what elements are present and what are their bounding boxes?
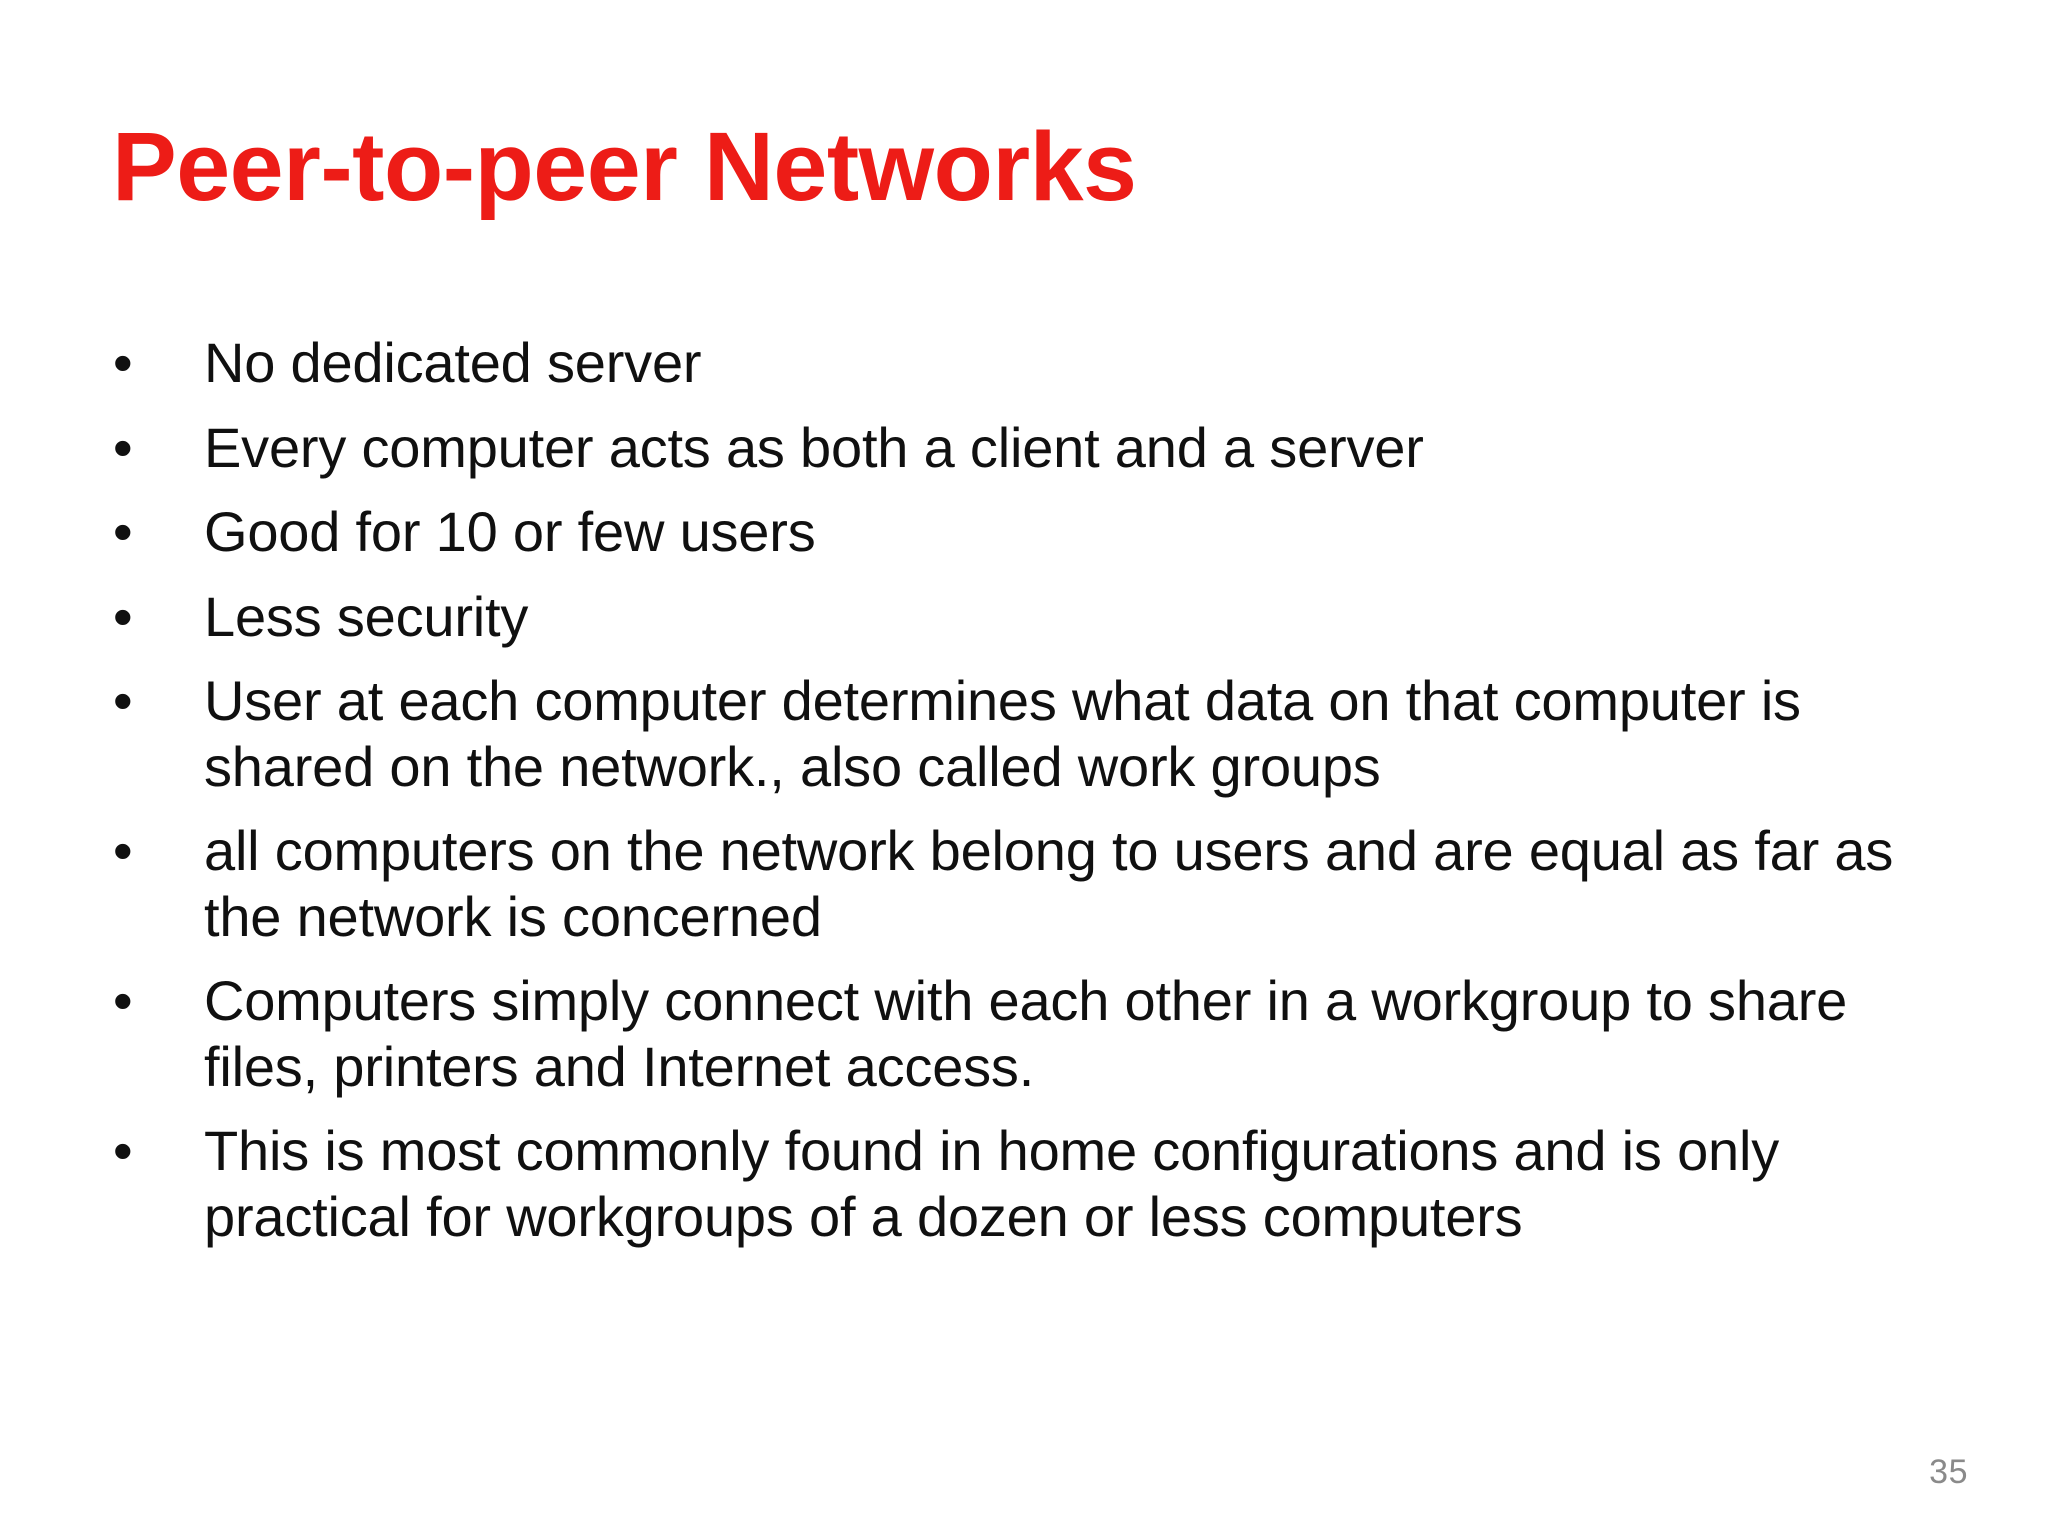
list-item: • Less security — [104, 584, 1964, 650]
list-item: • Every computer acts as both a client a… — [104, 415, 1964, 481]
page-title: Peer-to-peer Networks — [112, 111, 1137, 221]
bullet-list: • No dedicated server • Every computer a… — [104, 330, 1964, 1249]
bullet-point-icon: • — [113, 500, 133, 564]
list-item: • User at each computer determines what … — [104, 668, 1964, 799]
list-item-text: User at each computer determines what da… — [204, 669, 1801, 798]
list-item: • Good for 10 or few users — [104, 499, 1964, 565]
bullet-point-icon: • — [113, 669, 133, 733]
bullet-point-icon: • — [113, 584, 133, 648]
list-item: • This is most commonly found in home co… — [104, 1118, 1964, 1249]
bullet-point-icon: • — [113, 415, 133, 479]
list-item-text: Every computer acts as both a client and… — [204, 415, 1424, 479]
slide-number: 35 — [1929, 1453, 1968, 1491]
list-item-text: Computers simply connect with each other… — [204, 969, 1848, 1098]
bullet-point-icon: • — [113, 819, 133, 883]
list-item: • No dedicated server — [104, 330, 1964, 396]
bullet-point-icon: • — [113, 969, 133, 1033]
list-item: • all computers on the network belong to… — [104, 818, 1964, 949]
list-item-text: This is most commonly found in home conf… — [204, 1119, 1780, 1248]
bullet-point-icon: • — [113, 331, 133, 394]
list-item-text: Good for 10 or few users — [204, 500, 816, 564]
list-item: • Computers simply connect with each oth… — [104, 968, 1964, 1099]
list-item-text: Less security — [204, 584, 529, 648]
list-item-text: all computers on the network belong to u… — [204, 819, 1894, 948]
list-item-text: No dedicated server — [204, 331, 702, 394]
bullet-point-icon: • — [113, 1119, 133, 1183]
